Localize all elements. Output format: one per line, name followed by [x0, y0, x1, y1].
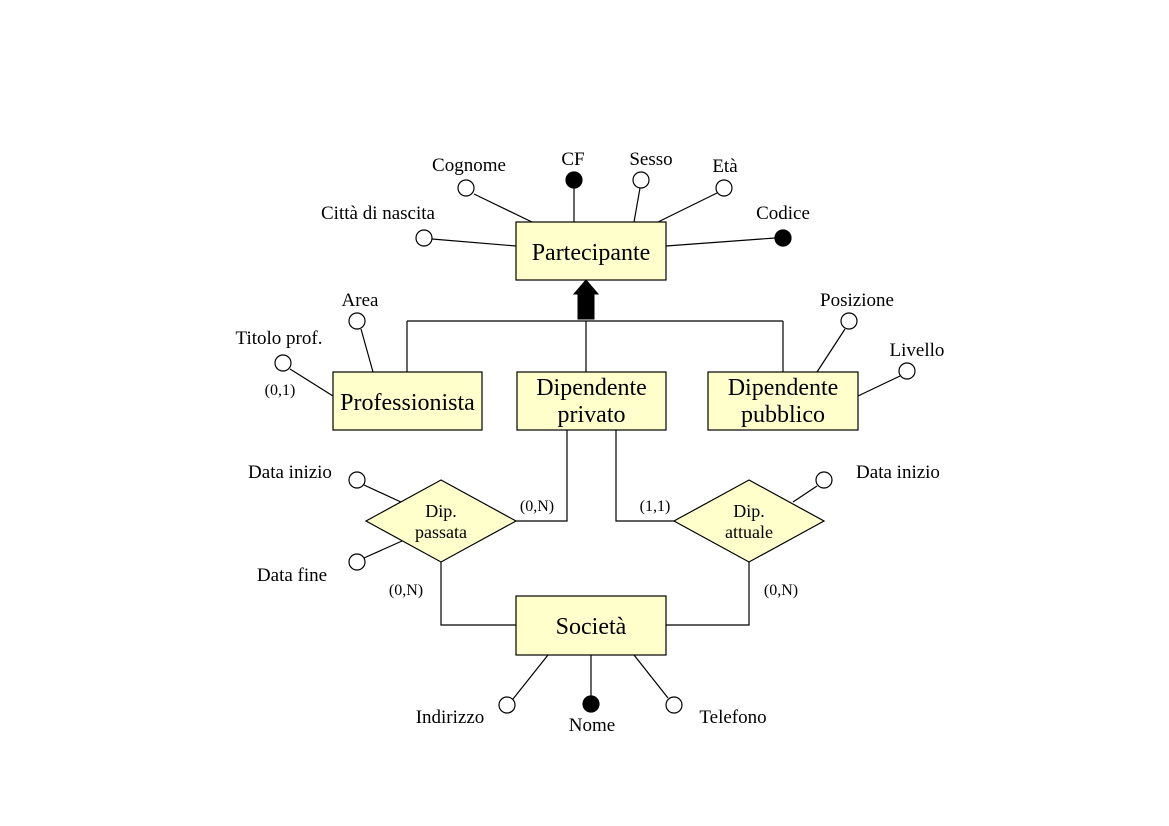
- attribute-codice-label: Codice: [756, 203, 810, 224]
- connectors: [289, 187, 901, 700]
- cardinality-titolo: (0,1): [265, 382, 296, 399]
- sesso-link: [633, 187, 641, 223]
- attuale-dipendente-link: [615, 430, 674, 522]
- entity-box: [516, 371, 667, 431]
- attribute-indirizzo-label: Indirizzo: [416, 707, 485, 728]
- posizione-link: [816, 328, 846, 373]
- entity-box: [332, 371, 483, 431]
- entity-box: [515, 595, 667, 656]
- cardinality-attuale-dipendente: (1,1): [640, 498, 671, 515]
- attribute-cognome-icon[interactable]: [457, 179, 475, 197]
- passata-dipendente-link: [516, 430, 568, 522]
- passata-data-inizio-link: [363, 484, 404, 504]
- eta-link: [657, 192, 718, 223]
- entity-label-line2: pubblico: [741, 402, 825, 428]
- indirizzo-link: [512, 654, 549, 700]
- livello-link: [857, 375, 901, 397]
- entity-professionista[interactable]: Professionista: [332, 371, 483, 431]
- relationship-diamond: [672, 479, 826, 563]
- key-attribute-codice-icon[interactable]: [774, 229, 792, 247]
- entity-dipendente-pubblico[interactable]: Dipendente pubblico: [707, 371, 859, 431]
- entity-partecipante[interactable]: Partecipante: [515, 221, 667, 281]
- key-attribute-nome-icon[interactable]: [582, 695, 600, 713]
- attribute-telefono-icon[interactable]: [665, 696, 683, 714]
- passata-societa-link: [440, 562, 516, 626]
- attribute-indirizzo-icon[interactable]: [498, 696, 516, 714]
- attribute-area-icon[interactable]: [348, 312, 366, 330]
- attribute-telefono-label: Telefono: [699, 707, 766, 728]
- attribute-eta-label: Età: [712, 156, 738, 177]
- attribute-titolo-icon[interactable]: [274, 354, 292, 372]
- attribute-data-inizio-attuale-icon[interactable]: [815, 471, 833, 489]
- attribute-livello-icon[interactable]: [898, 362, 916, 380]
- entity-label-line1: Dipendente: [728, 375, 839, 401]
- attribute-labels: Cognome CF Sesso Età Città di nascita Co…: [236, 149, 945, 736]
- citta-link: [431, 238, 517, 247]
- attribute-circles: [274, 171, 916, 714]
- cardinality-passata-societa: (0,N): [389, 582, 423, 599]
- attribute-cognome-label: Cognome: [432, 155, 506, 176]
- relationship-dip-passata[interactable]: Dip. passata: [364, 479, 518, 563]
- entity-dipendente-privato[interactable]: Dipendente privato: [516, 371, 667, 431]
- entity-societa[interactable]: Società: [515, 595, 667, 656]
- attribute-nome-label: Nome: [569, 715, 615, 736]
- entity-label-line1: Dipendente: [536, 375, 647, 401]
- attribute-posizione-icon[interactable]: [840, 312, 858, 330]
- entity-label-line2: privato: [558, 402, 626, 428]
- relationship-label-line2: attuale: [725, 522, 773, 542]
- relationship-label-line2: passata: [415, 522, 467, 542]
- attribute-titolo-label: Titolo prof.: [236, 328, 323, 349]
- attribute-data-fine-label: Data fine: [257, 565, 327, 586]
- passata-data-fine-link: [363, 540, 403, 559]
- attribute-data-inizio-passata-icon[interactable]: [348, 471, 366, 489]
- relationship-diamond: [364, 479, 518, 563]
- codice-link: [665, 237, 776, 247]
- entity-label: Professionista: [340, 390, 475, 416]
- key-attribute-cf-icon[interactable]: [565, 171, 583, 189]
- attribute-area-label: Area: [342, 290, 379, 311]
- attribute-citta-icon[interactable]: [415, 229, 433, 247]
- attribute-livello-label: Livello: [890, 340, 945, 361]
- attribute-sesso-label: Sesso: [629, 149, 672, 170]
- attribute-data-inizio-attuale-label: Data inizio: [856, 462, 940, 483]
- attuale-data-inizio-link: [792, 485, 818, 503]
- generalization-arrow: [572, 279, 600, 320]
- attribute-eta-icon[interactable]: [715, 179, 733, 197]
- area-link: [360, 328, 374, 373]
- entity-label: Partecipante: [532, 240, 651, 266]
- cardinality-passata-dipendente: (0,N): [520, 498, 554, 515]
- attribute-sesso-icon[interactable]: [632, 171, 650, 189]
- relationship-label-line1: Dip.: [425, 501, 457, 521]
- attribute-data-inizio-passata-label: Data inizio: [248, 462, 332, 483]
- attribute-data-fine-icon[interactable]: [348, 553, 366, 571]
- entity-box: [707, 371, 859, 431]
- relationship-dip-attuale[interactable]: Dip. attuale: [672, 479, 826, 563]
- titolo-link: [289, 368, 334, 397]
- attribute-cf-label: CF: [561, 149, 584, 170]
- attribute-posizione-label: Posizione: [820, 290, 894, 311]
- cardinality-attuale-societa: (0,N): [764, 582, 798, 599]
- relationship-label-line1: Dip.: [733, 501, 765, 521]
- attribute-citta-label: Città di nascita: [321, 203, 436, 224]
- cardinality-labels: (0,1) (0,N) (0,N) (1,1) (0,N): [265, 382, 798, 599]
- cognome-link: [473, 193, 533, 223]
- entity-box: [515, 221, 667, 281]
- telefono-link: [633, 654, 669, 699]
- attuale-societa-link: [666, 562, 750, 626]
- entity-label: Società: [556, 614, 627, 640]
